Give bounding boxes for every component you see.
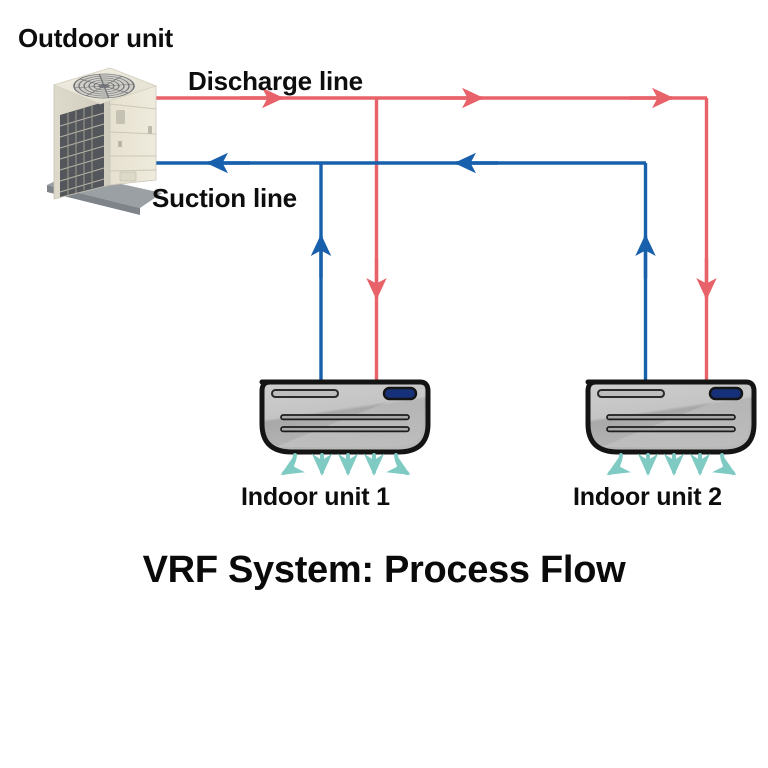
indoor-unit-2-louver-upper [606, 414, 736, 421]
indoor-unit-2-airflow-arrows [606, 453, 737, 476]
airflow-arrow-1 [606, 453, 631, 476]
diagram-title: VRF System: Process Flow [142, 549, 626, 591]
indoor-unit-1-louver-lower [280, 426, 410, 433]
indoor-unit-1-indicator [382, 386, 418, 401]
indoor-unit-2-label: Indoor unit 2 [573, 483, 722, 511]
suction-line-label: Suction line [152, 183, 297, 213]
indoor-unit-2-indicator [708, 386, 744, 401]
outdoor-unit-coil-block [60, 102, 104, 197]
airflow-arrow-1 [280, 453, 305, 476]
suction-line-pipes [155, 152, 656, 382]
indoor-unit-2[interactable] [585, 379, 757, 476]
outdoor-unit-coil-fins [59, 106, 105, 195]
airflow-arrow-5 [386, 453, 411, 476]
indoor-unit-1[interactable] [259, 379, 431, 476]
airflow-arrow-5 [712, 453, 737, 476]
indoor-unit-1-label: Indoor unit 1 [241, 483, 390, 511]
outdoor-unit-label-plate [118, 141, 122, 147]
outdoor-unit-panel-seams [109, 103, 157, 172]
discharge-line-pipes [156, 87, 717, 382]
indoor-unit-1-airflow-arrows [280, 453, 411, 476]
indoor-unit-1-top-vent [271, 389, 339, 398]
indoor-unit-1-louver-upper [280, 414, 410, 421]
outdoor-unit-vent-slot [116, 110, 125, 124]
outdoor-unit-access-panel [119, 171, 137, 182]
discharge-line-label: Discharge line [188, 66, 363, 96]
indoor-unit-2-top-vent [597, 389, 665, 398]
outdoor-unit-label: Outdoor unit [18, 23, 173, 53]
outdoor-unit-side-port [148, 126, 152, 134]
indoor-unit-2-louver-lower [606, 426, 736, 433]
outdoor-unit-fan-grille [73, 73, 135, 99]
outdoor-unit[interactable] [47, 67, 162, 215]
